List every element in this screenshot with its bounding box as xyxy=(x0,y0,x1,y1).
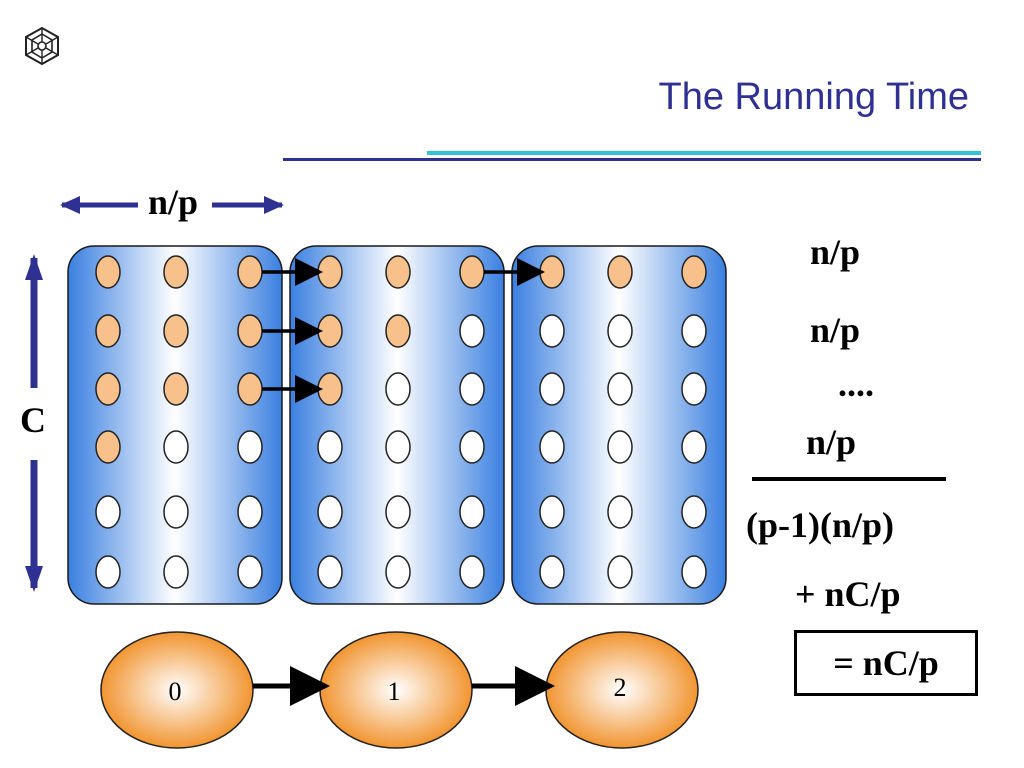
sum-term-1: n/p xyxy=(810,232,861,272)
arrow-head xyxy=(264,196,284,214)
pending-cell xyxy=(681,495,707,529)
width-arrow-left xyxy=(60,196,138,214)
result-text: = nC/p xyxy=(833,643,939,683)
logo-icon xyxy=(25,26,59,66)
computed-cell xyxy=(385,314,411,348)
processor-label: 2 xyxy=(614,673,627,702)
pending-cell xyxy=(237,430,263,464)
computed-cell xyxy=(95,430,121,464)
sum-rule xyxy=(752,477,946,481)
pending-cell xyxy=(459,314,485,348)
pending-cell xyxy=(237,495,263,529)
pending-cell xyxy=(163,430,189,464)
pending-cell xyxy=(163,555,189,589)
processor-block-2 xyxy=(511,245,727,605)
computed-cell xyxy=(607,255,633,289)
title-underline-accent xyxy=(427,151,981,155)
pending-cell xyxy=(681,372,707,406)
pending-cell xyxy=(459,555,485,589)
pending-cell xyxy=(539,430,565,464)
pending-cell xyxy=(607,430,633,464)
computed-cell xyxy=(385,255,411,289)
pending-cell xyxy=(237,555,263,589)
pending-cell xyxy=(607,495,633,529)
sum-total: (p-1)(n/p) xyxy=(746,505,895,545)
computed-cell xyxy=(237,372,263,406)
pending-cell xyxy=(539,314,565,348)
height-label: C xyxy=(20,400,46,440)
slide-title: The Running Time xyxy=(658,76,970,118)
computed-cell xyxy=(237,314,263,348)
pending-cell xyxy=(317,495,343,529)
pending-cell xyxy=(607,372,633,406)
pending-cell xyxy=(539,372,565,406)
pending-cell xyxy=(459,430,485,464)
pending-cell xyxy=(459,495,485,529)
computed-cell xyxy=(317,255,343,289)
computed-cell xyxy=(95,314,121,348)
height-arrow-down xyxy=(25,460,43,592)
sum-ellipsis: .... xyxy=(838,364,874,404)
computed-cell xyxy=(95,255,121,289)
width-arrow-right xyxy=(212,196,284,214)
sum-term-2: n/p xyxy=(810,310,861,350)
pending-cell xyxy=(681,555,707,589)
computed-cell xyxy=(317,372,343,406)
pending-cell xyxy=(607,555,633,589)
pending-cell xyxy=(459,372,485,406)
sum-plus-term: + nC/p xyxy=(795,574,901,614)
processor-label: 1 xyxy=(388,677,401,706)
processor-block-0 xyxy=(67,245,283,605)
computed-cell xyxy=(459,255,485,289)
computed-cell xyxy=(163,255,189,289)
pending-cell xyxy=(539,555,565,589)
pending-cell xyxy=(163,495,189,529)
computed-cell xyxy=(539,255,565,289)
computed-cell xyxy=(237,255,263,289)
computed-cell xyxy=(95,372,121,406)
computed-cell xyxy=(163,314,189,348)
processor-label: 0 xyxy=(169,677,182,706)
pending-cell xyxy=(385,495,411,529)
pending-cell xyxy=(95,555,121,589)
pending-cell xyxy=(317,430,343,464)
sum-term-last: n/p xyxy=(806,422,857,462)
pending-cell xyxy=(539,495,565,529)
arrow-head xyxy=(60,196,80,214)
result-box: = nC/p xyxy=(794,630,978,696)
pending-cell xyxy=(681,430,707,464)
processor-node xyxy=(100,631,254,749)
pending-cell xyxy=(385,555,411,589)
computed-cell xyxy=(163,372,189,406)
processor-block-1 xyxy=(289,245,505,605)
pending-cell xyxy=(385,430,411,464)
computed-cell xyxy=(681,255,707,289)
pending-cell xyxy=(607,314,633,348)
computed-cell xyxy=(317,314,343,348)
pending-cell xyxy=(317,555,343,589)
width-label: n/p xyxy=(148,182,199,222)
pending-cell xyxy=(95,495,121,529)
arrow-head xyxy=(25,566,43,592)
pending-cell xyxy=(681,314,707,348)
title-underline xyxy=(283,158,981,161)
height-arrow-up xyxy=(25,254,43,388)
arrow-head xyxy=(25,254,43,280)
pending-cell xyxy=(385,372,411,406)
